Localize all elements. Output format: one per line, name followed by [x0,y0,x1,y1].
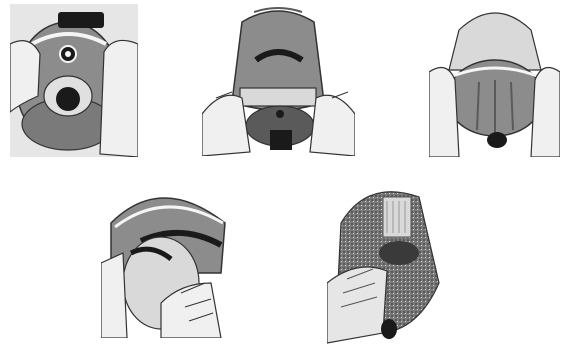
adjust-seal-drawing [101,183,232,338]
rear-valve [487,132,507,148]
step-2-don-hood-illustration [202,2,355,156]
hands-tightening [327,267,387,343]
hood-back-drawing [429,0,560,157]
eye-area [379,241,419,265]
fitted-hood-drawing [327,183,442,344]
mouth-piece [270,130,292,150]
step-1-open-hood-illustration [10,4,138,157]
don-hood-drawing [202,2,355,156]
visor-strip [58,12,104,28]
valve-center [65,51,71,57]
chin-valve [381,319,397,339]
right-hand [531,68,560,158]
open-hood-drawing [10,4,138,157]
neck-seal-band [240,88,316,106]
inner-mask-seal [56,87,80,111]
step-3-hood-back-illustration [429,0,560,157]
left-hand [429,68,459,158]
step-5-fitted-hood-illustration [327,183,442,344]
right-hand [100,40,138,157]
left-hand [101,253,127,338]
step-4-adjust-seal-illustration [101,183,232,338]
nose-clip [276,110,284,118]
